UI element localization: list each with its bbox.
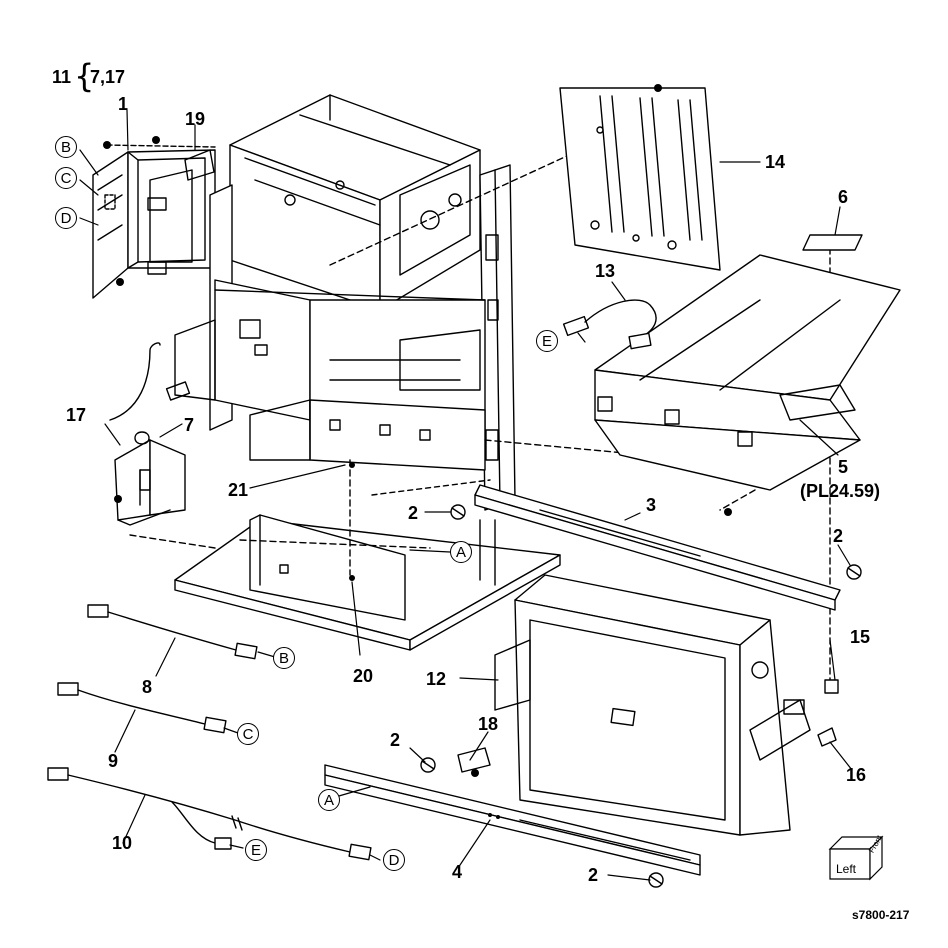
callout-5-ref: (PL24.59): [800, 481, 881, 501]
part-15-bracket: [824, 679, 839, 694]
callout-4: 4: [452, 862, 463, 882]
part-6-label: [802, 234, 863, 251]
part-1-box: [92, 149, 216, 299]
part-4-rail: [324, 764, 701, 876]
connector-e-top: E: [536, 330, 558, 352]
part-17-bracket: [109, 342, 191, 526]
orientation-cube-icon: [828, 835, 884, 881]
callout-3: 3: [646, 495, 657, 515]
callout-2-d: 2: [588, 865, 599, 885]
connector-b-bottom: B: [273, 647, 295, 669]
callout-10: 10: [112, 833, 133, 853]
cable-9: [57, 682, 227, 734]
callout-12: 12: [426, 669, 447, 689]
base-plate: [174, 514, 561, 651]
callout-20: 20: [353, 666, 374, 686]
main-frame: [174, 94, 516, 511]
connector-d-top: D: [55, 207, 77, 229]
part-18-stopper: [457, 747, 491, 773]
part-14-panel: [559, 87, 721, 271]
leader-lines: [79, 109, 853, 881]
callout-19: 19: [185, 109, 206, 129]
callout-13: 13: [595, 261, 616, 281]
cable-10: [47, 767, 372, 861]
screw-2-d: [648, 872, 664, 888]
part-12-module: [494, 574, 811, 836]
connector-b-top: B: [55, 136, 77, 158]
part-5-tray: [594, 254, 901, 491]
callout-5: 5: [838, 457, 849, 477]
callout-8: 8: [142, 677, 153, 697]
brace-icon: {: [74, 57, 95, 95]
callout-16: 16: [846, 765, 867, 785]
connector-c-top: C: [55, 167, 77, 189]
callout-2-c: 2: [390, 730, 401, 750]
callout-21: 21: [228, 480, 249, 500]
part-3-rail: [474, 484, 841, 611]
screw-2-b: [846, 564, 862, 580]
callout-11-members: 7,17: [90, 67, 126, 87]
callout-11: 11: [52, 67, 72, 87]
callout-2-a: 2: [408, 503, 419, 523]
connector-d-bottom: D: [383, 849, 405, 871]
connector-e-bottom: E: [245, 839, 267, 861]
connector-a-bottom: A: [318, 789, 340, 811]
connector-c-bottom: C: [237, 723, 259, 745]
callout-17: 17: [66, 405, 87, 425]
callout-6: 6: [838, 187, 849, 207]
connector-a-top: A: [450, 541, 472, 563]
cable-8: [87, 604, 258, 660]
part-13-cable: [562, 299, 657, 350]
callout-7: 7: [184, 415, 195, 435]
orientation-left-label: Left: [836, 862, 857, 876]
callout-18: 18: [478, 714, 499, 734]
callout-15: 15: [850, 627, 871, 647]
callout-9: 9: [108, 751, 119, 771]
callout-14: 14: [765, 152, 786, 172]
part-16-clip: [817, 727, 837, 747]
callout-2-b: 2: [833, 526, 844, 546]
figure-id: s7800-217: [852, 908, 910, 922]
part-19-bracket: [184, 149, 215, 181]
screw-2-a: [450, 504, 466, 520]
callout-1: 1: [118, 94, 129, 114]
